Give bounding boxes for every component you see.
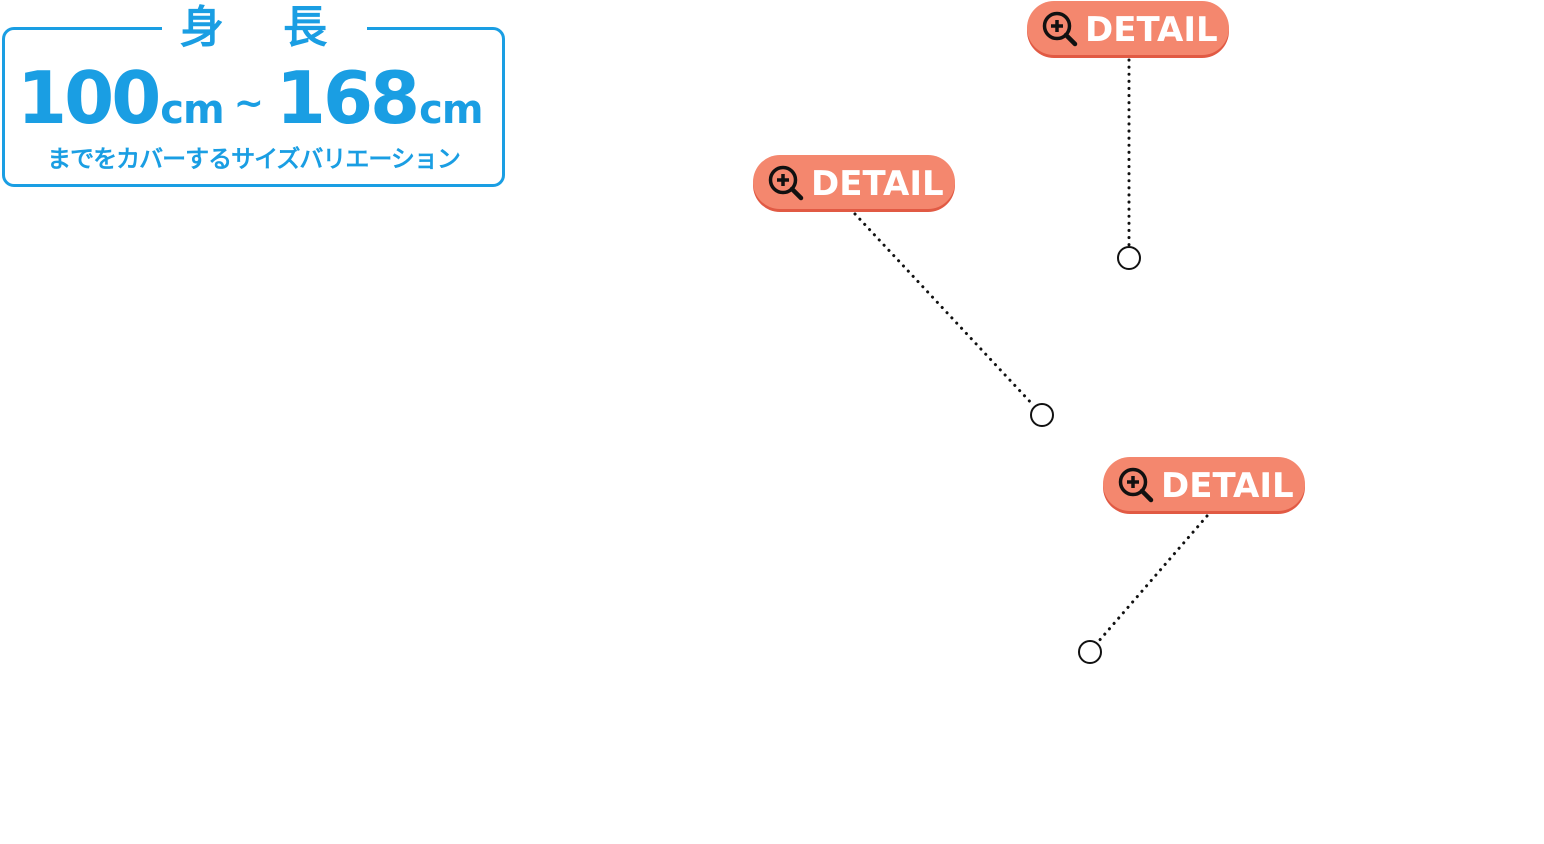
detail-button-2[interactable]: DETAIL (753, 155, 955, 209)
max-height-unit: cm (419, 87, 483, 133)
zoom-in-icon (1118, 467, 1154, 503)
max-height-value: 168 (275, 56, 420, 140)
min-height-unit: cm (160, 87, 224, 133)
badge-title: 身 長 (161, 0, 368, 56)
badge-title-row: 身 長 (5, 0, 502, 56)
min-height-value: 100 (17, 56, 161, 140)
height-range: 100cm~168cm (17, 58, 497, 158)
detail-button-1[interactable]: DETAIL (1027, 1, 1229, 55)
badge-caption: までをカバーするサイズバリエーション (47, 145, 461, 173)
leader-line-2 (853, 212, 1036, 408)
detail-button-3[interactable]: DETAIL (1103, 457, 1305, 511)
zoom-in-icon (768, 165, 804, 201)
anchor-point-2[interactable] (1030, 403, 1054, 427)
detail-label: DETAIL (1085, 10, 1218, 50)
anchor-point-3[interactable] (1078, 640, 1102, 664)
zoom-in-icon (1042, 11, 1078, 47)
detail-label: DETAIL (1161, 466, 1294, 506)
anchor-point-1[interactable] (1117, 246, 1141, 270)
leader-line-3 (1096, 514, 1209, 644)
height-range-badge: 身 長 100cm~168cm までをカバーするサイズバリエーション (2, 0, 505, 187)
range-separator: ~ (233, 83, 264, 124)
detail-label: DETAIL (811, 164, 944, 204)
